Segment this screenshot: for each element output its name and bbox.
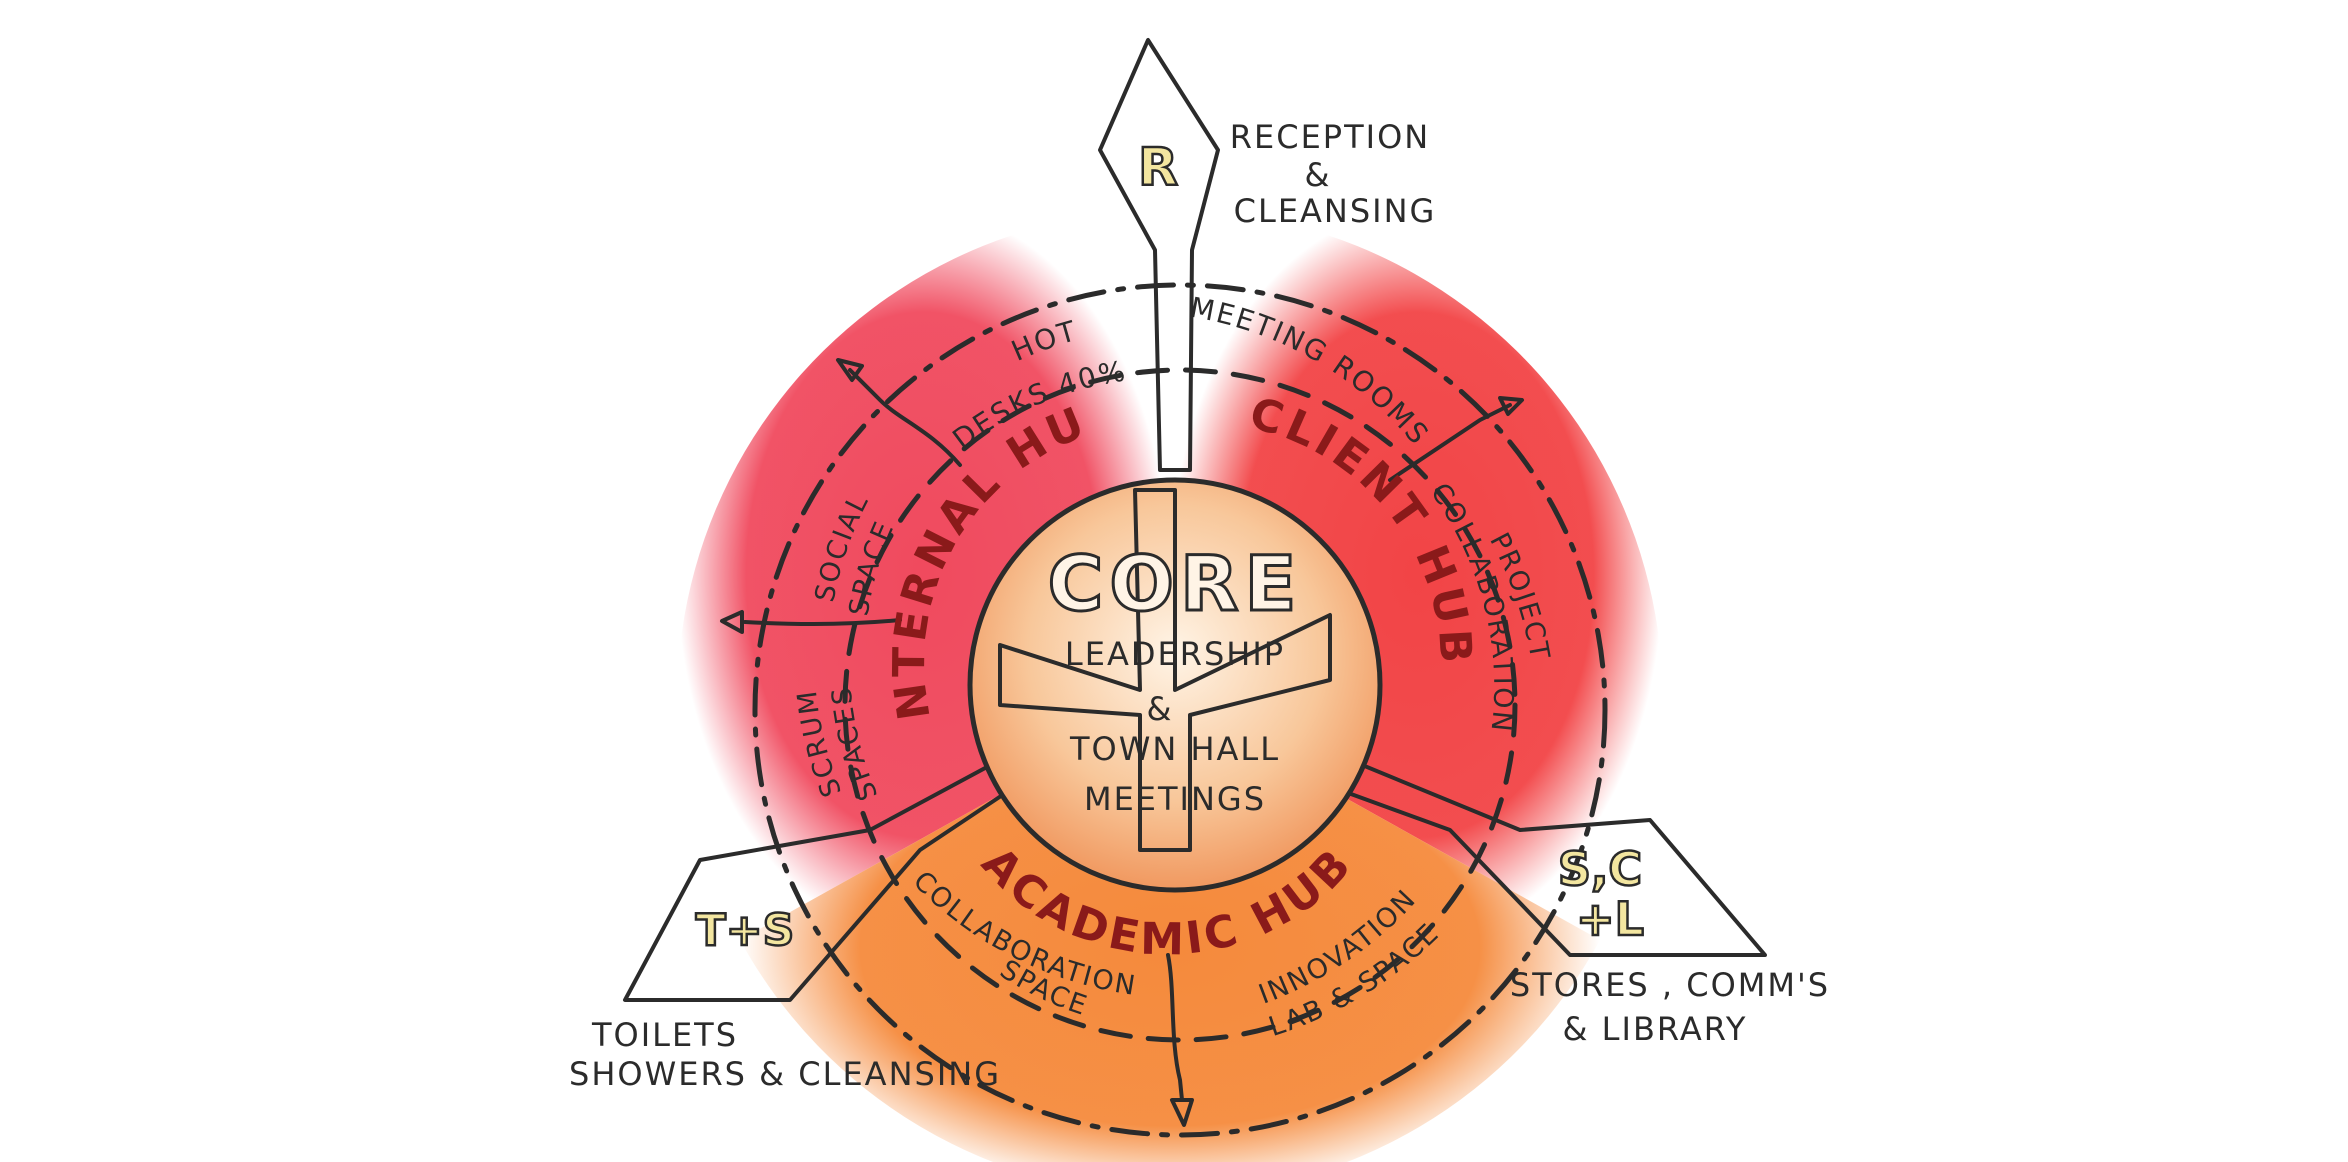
arrow-meeting-rooms <box>1388 403 1512 482</box>
core-line-town-hall: TOWN HALL <box>1069 730 1280 768</box>
reception-abbr: R <box>1138 138 1178 198</box>
hub-sectors <box>677 209 1663 1162</box>
arm-labels: RECEPTION & CLEANSING TOILETS SHOWERS & … <box>569 118 1830 1093</box>
arrow-hot-desks <box>848 368 962 467</box>
toilets-arm <box>623 758 1012 1002</box>
core-line-meetings: MEETINGS <box>1084 780 1266 818</box>
arrow-social-space <box>743 618 902 627</box>
reception-label-line3: CLEANSING <box>1234 192 1437 230</box>
core-sphere: CORE LEADERSHIP & TOWN HALL MEETINGS <box>967 477 1383 893</box>
outer-dashed-ring <box>752 282 1608 1138</box>
arrow-academic <box>1166 953 1184 1102</box>
stores-arm <box>1338 758 1767 957</box>
toilets-label-line2: SHOWERS & CLEANSING <box>569 1055 1001 1093</box>
arrowhead-social-space <box>720 610 744 634</box>
toilets-abbr: T+S <box>696 905 795 956</box>
core-line-leadership: LEADERSHIP <box>1065 635 1285 673</box>
stores-label-line1: STORES , COMM'S <box>1510 966 1830 1004</box>
circulation-arrows <box>720 358 1524 1127</box>
arrowhead-meeting-rooms <box>1498 396 1524 416</box>
stores-label-line2: & LIBRARY <box>1563 1010 1748 1048</box>
service-arms <box>623 38 1767 1002</box>
stores-abbr-line2: +L <box>1576 892 1644 946</box>
inner-dashed-ring <box>842 367 1518 1043</box>
arrowhead-hot-desks <box>836 358 864 382</box>
core-title: CORE <box>1048 539 1303 628</box>
reception-arm <box>1098 38 1220 472</box>
stores-abbr-line1: S,C <box>1558 842 1642 896</box>
academic-hub-sector <box>740 700 1600 1162</box>
reception-label-line1: RECEPTION <box>1230 118 1430 156</box>
toilets-label-line1: TOILETS <box>591 1016 738 1054</box>
core-line-ampersand: & <box>1147 690 1174 728</box>
arm-abbreviations: R T+S S,C +L <box>694 137 1645 958</box>
reception-label-line2: & <box>1305 156 1332 194</box>
core-cross-outline <box>998 488 1332 852</box>
arrowhead-academic <box>1170 1098 1194 1127</box>
zone-rings <box>752 282 1608 1138</box>
